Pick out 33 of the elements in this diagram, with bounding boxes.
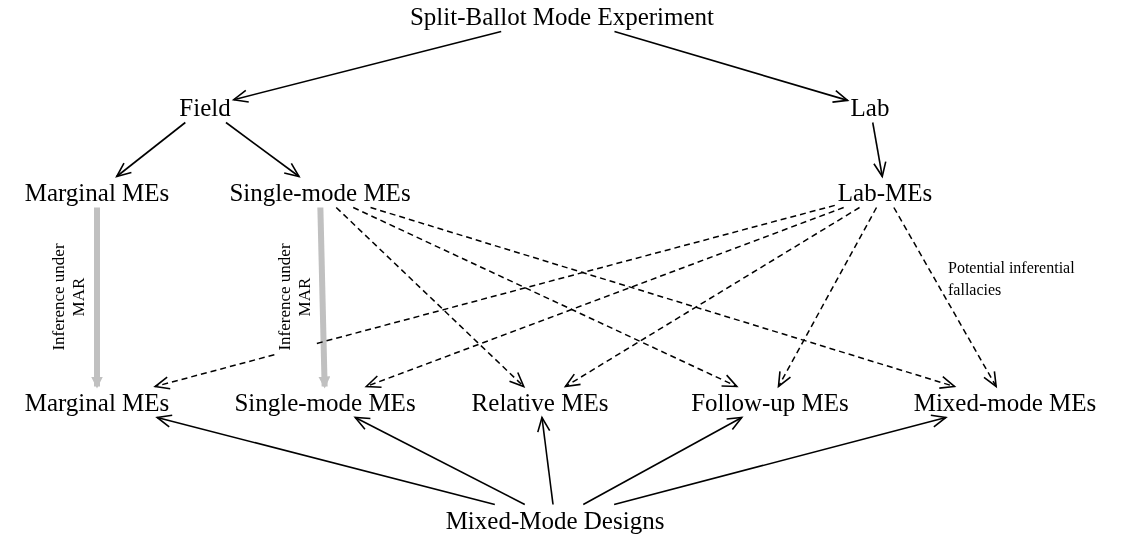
arrow <box>582 416 743 506</box>
arrow <box>613 414 947 506</box>
arrow <box>225 121 300 178</box>
arrow <box>613 30 849 103</box>
node-label: Single-mode MEs <box>229 179 411 205</box>
node-label: Field <box>179 94 231 120</box>
dashed-arrow <box>352 206 738 388</box>
note-text: Potential inferential fallacies <box>948 258 1076 300</box>
dashed-arrow <box>777 206 878 388</box>
node-label: Lab <box>850 94 890 120</box>
node-label: Lab-MEs <box>837 179 933 205</box>
dashed-arrow <box>369 206 956 389</box>
arrow <box>232 30 502 103</box>
thick-arrow <box>91 207 103 389</box>
node-label: Marginal MEs <box>24 389 170 415</box>
arrow <box>354 416 526 506</box>
node-label: Split-Ballot Mode Experiment <box>409 3 715 29</box>
node-label: Marginal MEs <box>24 179 170 205</box>
node-label: Mixed-Mode Designs <box>445 507 665 533</box>
thick-arrow <box>317 207 331 389</box>
dashed-arrow <box>365 206 845 388</box>
dashed-arrow <box>564 206 861 388</box>
node-label: Relative MEs <box>471 389 609 415</box>
node-label: Follow-up MEs <box>691 389 849 415</box>
dashed-arrow <box>154 204 836 390</box>
arrow <box>871 121 887 178</box>
node-label: Mixed-mode MEs <box>913 389 1097 415</box>
dashed-arrow <box>335 206 525 388</box>
node-label: Single-mode MEs <box>234 389 416 415</box>
arrow <box>115 121 187 178</box>
arrow <box>156 414 496 506</box>
arrow <box>537 416 554 506</box>
dashed-arrow <box>893 206 997 388</box>
